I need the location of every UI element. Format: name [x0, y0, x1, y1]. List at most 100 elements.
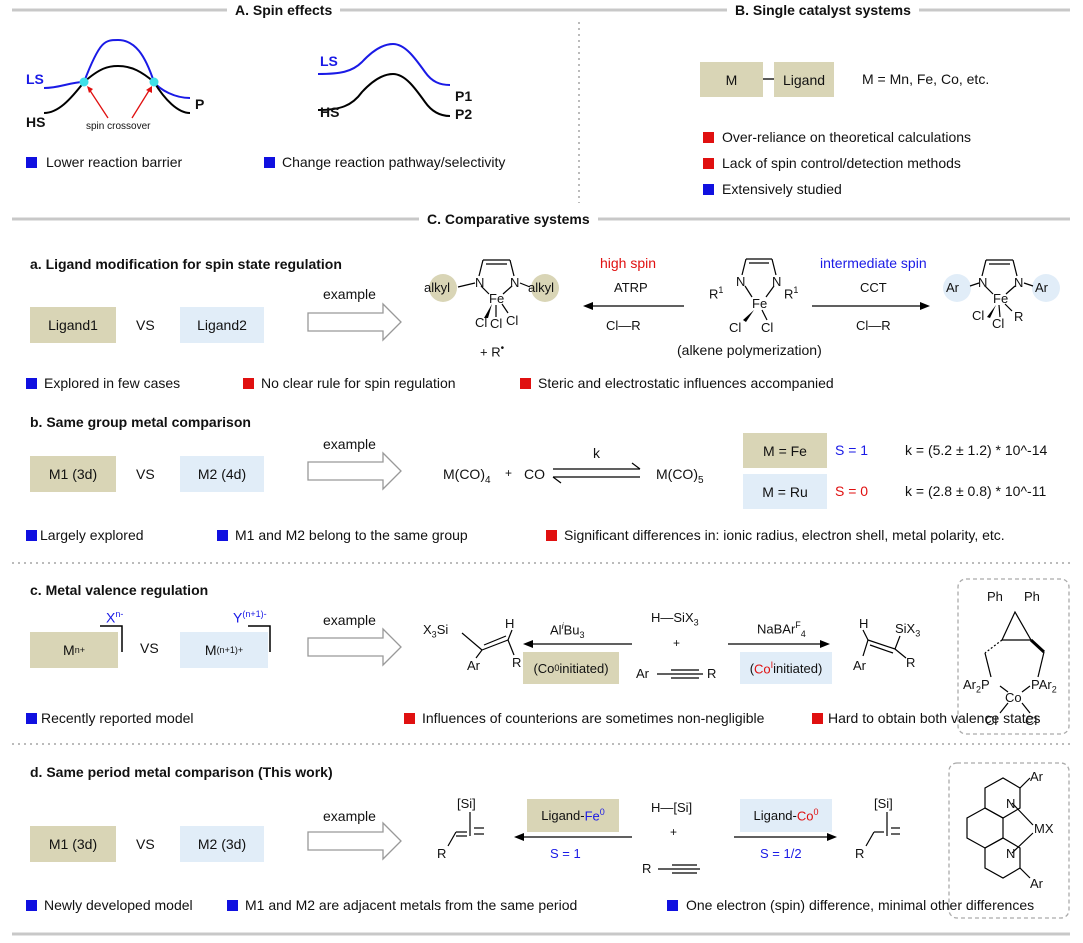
si-label: [Si] [457, 796, 476, 811]
hsi-label: H—[Si] [651, 800, 693, 815]
spin-ru: S = 0 [835, 483, 869, 499]
legend-square [26, 900, 37, 911]
high-spin-label: high spin [600, 255, 657, 271]
hs-label-2: HS [320, 104, 340, 120]
plus-label: + [673, 636, 681, 650]
legend-square [243, 378, 254, 389]
r-label: R [437, 846, 447, 861]
vs-label: VS [140, 640, 159, 656]
rate-fe: k = (5.2 ± 1.2) * 10^-14 [905, 442, 1048, 458]
n-label: N [1006, 796, 1016, 811]
m2-box: M2 (3d) [180, 826, 264, 862]
legend-text: M1 and M2 are adjacent metals from the s… [245, 897, 578, 913]
fe-label: Fe [489, 291, 505, 306]
crossover-point-2 [149, 77, 159, 87]
legend-square [26, 378, 37, 389]
legend-text: Newly developed model [44, 897, 193, 913]
r1-label: R1 [709, 285, 724, 302]
ph-label: Ph [987, 589, 1003, 604]
legend-square [26, 713, 37, 724]
plus-label: + [670, 825, 678, 839]
legend-text: Lack of spin control/detection methods [722, 155, 961, 171]
counterion-y: Y(n+1)- [233, 609, 267, 626]
cl-label: Cl [490, 316, 503, 331]
alkyl-label: alkyl [424, 280, 451, 295]
legend-text: Hard to obtain both valence states [828, 710, 1041, 726]
legend-square [703, 158, 714, 169]
ru-box: M = Ru [743, 474, 827, 509]
ar-label: Ar [636, 666, 649, 681]
cl-label: Cl [761, 320, 774, 335]
legend-text: Recently reported model [41, 710, 194, 726]
legend-square [667, 900, 678, 911]
n-label: N [736, 274, 746, 289]
example-label: example [323, 612, 376, 628]
legend-text: Significant differences in: ionic radius… [564, 527, 1005, 543]
mco5-label: M(CO)5 [656, 466, 704, 486]
atrp-label: ATRP [614, 280, 648, 295]
co-label: CO [524, 466, 545, 482]
si-label: [Si] [874, 796, 893, 811]
h-label: H [505, 616, 515, 631]
legend-text: Steric and electrostatic influences acco… [538, 375, 834, 391]
legend-text: Change reaction pathway/selectivity [282, 154, 506, 170]
ls-label: LS [26, 71, 44, 87]
fe-label: Fe [752, 296, 768, 311]
ligand-fe-box: Ligand-Fe0 [527, 799, 619, 832]
cl-label: Cl [506, 313, 519, 328]
ls-curve [43, 38, 191, 99]
h-label: H [859, 616, 869, 631]
cl-label: Cl [729, 320, 742, 335]
r-label: R [855, 846, 865, 861]
ar-label: Ar [1030, 769, 1043, 784]
n-label: N [510, 275, 520, 290]
legend-square [546, 530, 557, 541]
legend-square [264, 157, 275, 168]
cl-label: Cl [475, 315, 488, 330]
cl-label: Cl [972, 308, 985, 323]
alkyl-label: alkyl [528, 280, 555, 295]
subsection-d-title: d. Same period metal comparison (This wo… [30, 764, 333, 780]
legend-square [26, 157, 37, 168]
example-label: example [323, 436, 376, 452]
legend-text: Extensively studied [722, 181, 842, 197]
ligand2-box: Ligand2 [180, 307, 264, 343]
section-a-title: A. Spin effects [227, 2, 341, 18]
legend-square [26, 530, 37, 541]
coI-initiated-box: (CoI initiated) [740, 652, 832, 684]
legend-square [217, 530, 228, 541]
vs-label: VS [136, 836, 155, 852]
n-label: N [978, 275, 988, 290]
subsection-a-title: a. Ligand modification for spin state re… [30, 256, 342, 272]
cl-label: Cl [985, 713, 998, 728]
par2-label: PAr2 [1031, 677, 1057, 695]
metal-box: M [700, 62, 763, 97]
section-c-title: C. Comparative systems [419, 211, 598, 227]
polymerization-label: (alkene polymerization) [677, 342, 822, 358]
subsection-c-title: c. Metal valence regulation [30, 582, 209, 598]
ar-label: Ar [1035, 280, 1048, 295]
crossover-arrow-2 [131, 88, 151, 119]
r-label: R [1014, 309, 1024, 324]
plus-label: + [505, 466, 513, 480]
n-label: N [1014, 275, 1024, 290]
ligand-box: Ligand [774, 62, 834, 97]
mn1-box: M(n+1)+ [180, 632, 268, 668]
subsection-b-title: b. Same group metal comparison [30, 414, 251, 430]
ligand-co-box: Ligand-Co0 [740, 799, 832, 832]
ar2p-label: Ar2P [963, 677, 990, 695]
r-label: R [707, 666, 717, 681]
legend-square [520, 378, 531, 389]
vs-label: VS [136, 317, 155, 333]
cl-label: Cl [1025, 713, 1038, 728]
p1-label: P1 [455, 88, 473, 104]
n-label: N [475, 275, 485, 290]
crossover-point-1 [79, 77, 89, 87]
ar-label: Ar [946, 280, 959, 295]
n-label: N [772, 274, 782, 289]
section-b-title: B. Single catalyst systems [727, 2, 919, 18]
